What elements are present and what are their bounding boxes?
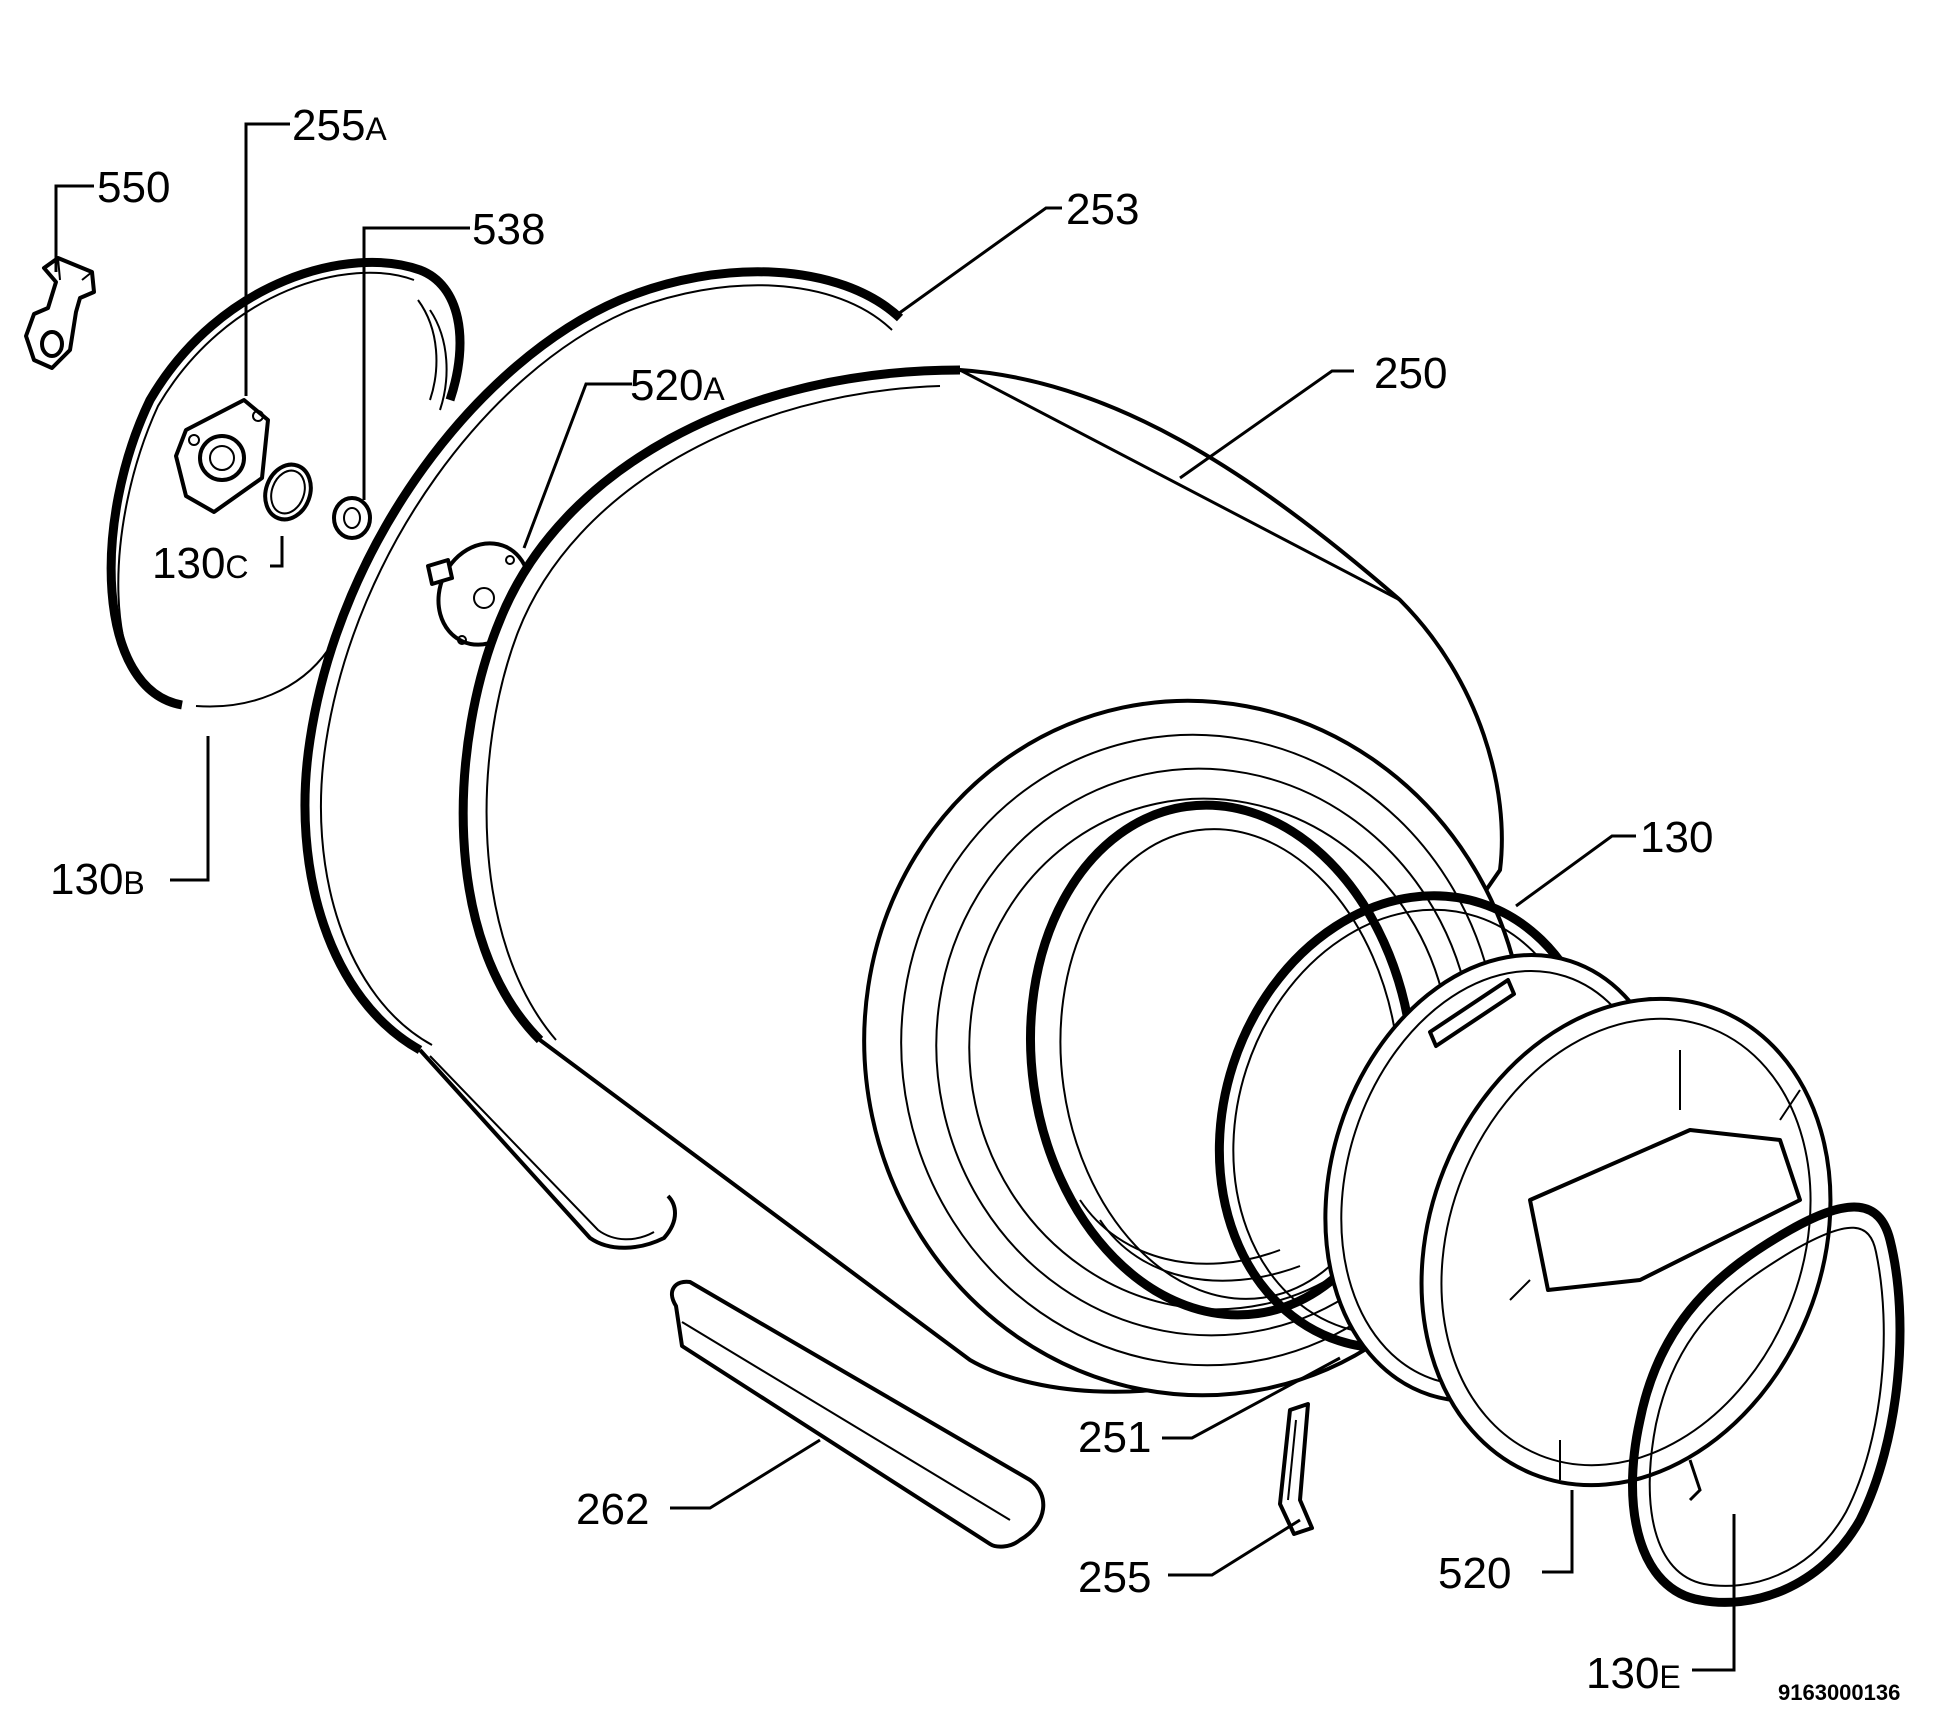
label-130b: 130B bbox=[50, 855, 145, 904]
part-262-lifter bbox=[670, 1279, 1046, 1549]
label-520: 520 bbox=[1438, 1549, 1511, 1598]
label-130: 130 bbox=[1640, 813, 1713, 862]
part-520-front-flange bbox=[1419, 996, 1833, 1488]
document-number: 9163000136 bbox=[1778, 1680, 1900, 1705]
part-538-washer bbox=[332, 496, 372, 540]
label-255: 255 bbox=[1078, 1553, 1151, 1602]
part-253-rear-panel bbox=[300, 267, 904, 1250]
label-538: 538 bbox=[472, 205, 545, 254]
leader-lines bbox=[54, 122, 1736, 1672]
part-130e-front-gasket bbox=[1628, 1202, 1905, 1607]
part-550-clip bbox=[24, 256, 96, 370]
part-255-clip bbox=[1278, 1402, 1314, 1536]
part-255a-bearing bbox=[174, 398, 270, 514]
label-130e: 130E bbox=[1586, 1649, 1681, 1698]
label-130c: 130C bbox=[152, 539, 249, 588]
part-130c-oring bbox=[263, 462, 313, 522]
label-520a: 520A bbox=[630, 361, 725, 410]
label-262: 262 bbox=[576, 1485, 649, 1534]
part-130b-rear-seal bbox=[106, 257, 465, 710]
label-251: 251 bbox=[1078, 1413, 1151, 1462]
label-255a: 255A bbox=[292, 101, 387, 150]
label-250: 250 bbox=[1374, 349, 1447, 398]
label-253: 253 bbox=[1066, 185, 1139, 234]
label-550: 550 bbox=[97, 163, 170, 212]
